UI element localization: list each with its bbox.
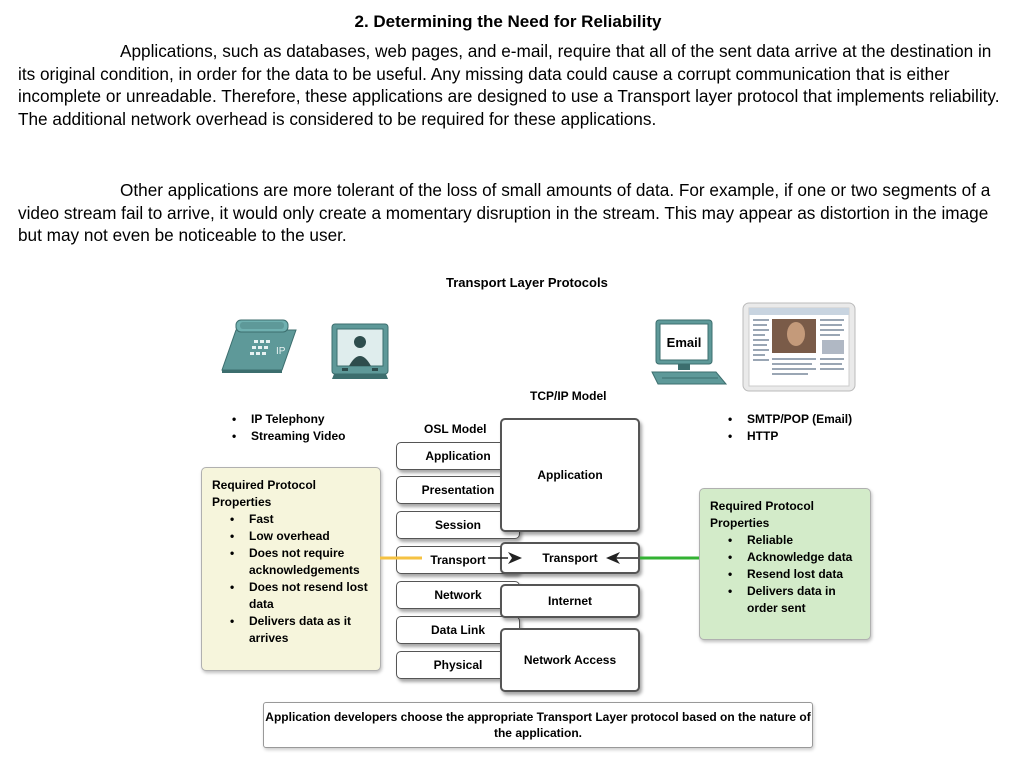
tcp-property: Delivers data in order sent — [726, 583, 860, 617]
video-monitor-icon — [331, 323, 389, 379]
paragraph-tolerance-text: Other applications are more tolerant of … — [18, 180, 991, 245]
osi-layer-physical: Physical — [396, 651, 520, 679]
tcp-arrow — [606, 552, 699, 564]
left-apps-list: IP Telephony Streaming Video — [230, 411, 345, 445]
email-computer-icon: Email — [651, 319, 728, 385]
web-page-icon — [742, 302, 856, 392]
udp-property: Does not require acknowledgements — [228, 545, 370, 579]
right-apps-list: SMTP/POP (Email) HTTP — [726, 411, 852, 445]
tcp-layer-internet: Internet — [500, 584, 640, 618]
right-app-item: HTTP — [726, 428, 852, 445]
paragraph-reliability-text: Applications, such as databases, web pag… — [18, 41, 1000, 129]
paragraph-tolerance: Other applications are more tolerant of … — [18, 179, 1008, 247]
osi-model-label: OSL Model — [424, 422, 487, 436]
tcp-model-label: TCP/IP Model — [530, 389, 607, 403]
udp-properties-list: Fast Low overhead Does not require ackno… — [228, 511, 370, 647]
osi-layer-data-link: Data Link — [396, 616, 520, 644]
udp-property: Low overhead — [228, 528, 370, 545]
udp-property: Fast — [228, 511, 370, 528]
left-app-item: Streaming Video — [230, 428, 345, 445]
osi-layer-presentation: Presentation — [396, 476, 520, 504]
figure-title: Transport Layer Protocols — [446, 275, 608, 290]
figure-caption: Application developers choose the approp… — [263, 702, 813, 748]
osi-layer-application: Application — [396, 442, 520, 470]
udp-arrow — [380, 552, 522, 564]
osi-layer-transport: Transport — [396, 546, 520, 574]
tcp-properties-list: Reliable Acknowledge data Resend lost da… — [726, 532, 860, 617]
tcp-property: Resend lost data — [726, 566, 860, 583]
tcp-properties-title: Required Protocol Properties — [710, 499, 815, 530]
left-app-item: IP Telephony — [230, 411, 345, 428]
tcp-property: Acknowledge data — [726, 549, 860, 566]
ip-phone-label: IP — [276, 346, 286, 357]
ip-phone-icon: IP — [221, 319, 297, 373]
tcp-property: Reliable — [726, 532, 860, 549]
osi-layer-session: Session — [396, 511, 520, 539]
udp-property: Does not resend lost data — [228, 579, 370, 613]
udp-properties-title: Required Protocol Properties — [212, 478, 317, 509]
right-app-item: SMTP/POP (Email) — [726, 411, 852, 428]
osi-layer-network: Network — [396, 581, 520, 609]
tcp-layer-network-access: Network Access — [500, 628, 640, 692]
udp-properties-box: Required Protocol Properties Fast Low ov… — [201, 467, 381, 671]
page-heading: 2. Determining the Need for Reliability — [354, 12, 662, 31]
email-screen-label: Email — [667, 335, 702, 350]
tcp-layer-application: Application — [500, 418, 640, 532]
paragraph-reliability: Applications, such as databases, web pag… — [18, 40, 1008, 130]
udp-property: Delivers data as it arrives — [228, 613, 370, 647]
tcp-properties-box: Required Protocol Properties Reliable Ac… — [699, 488, 871, 640]
